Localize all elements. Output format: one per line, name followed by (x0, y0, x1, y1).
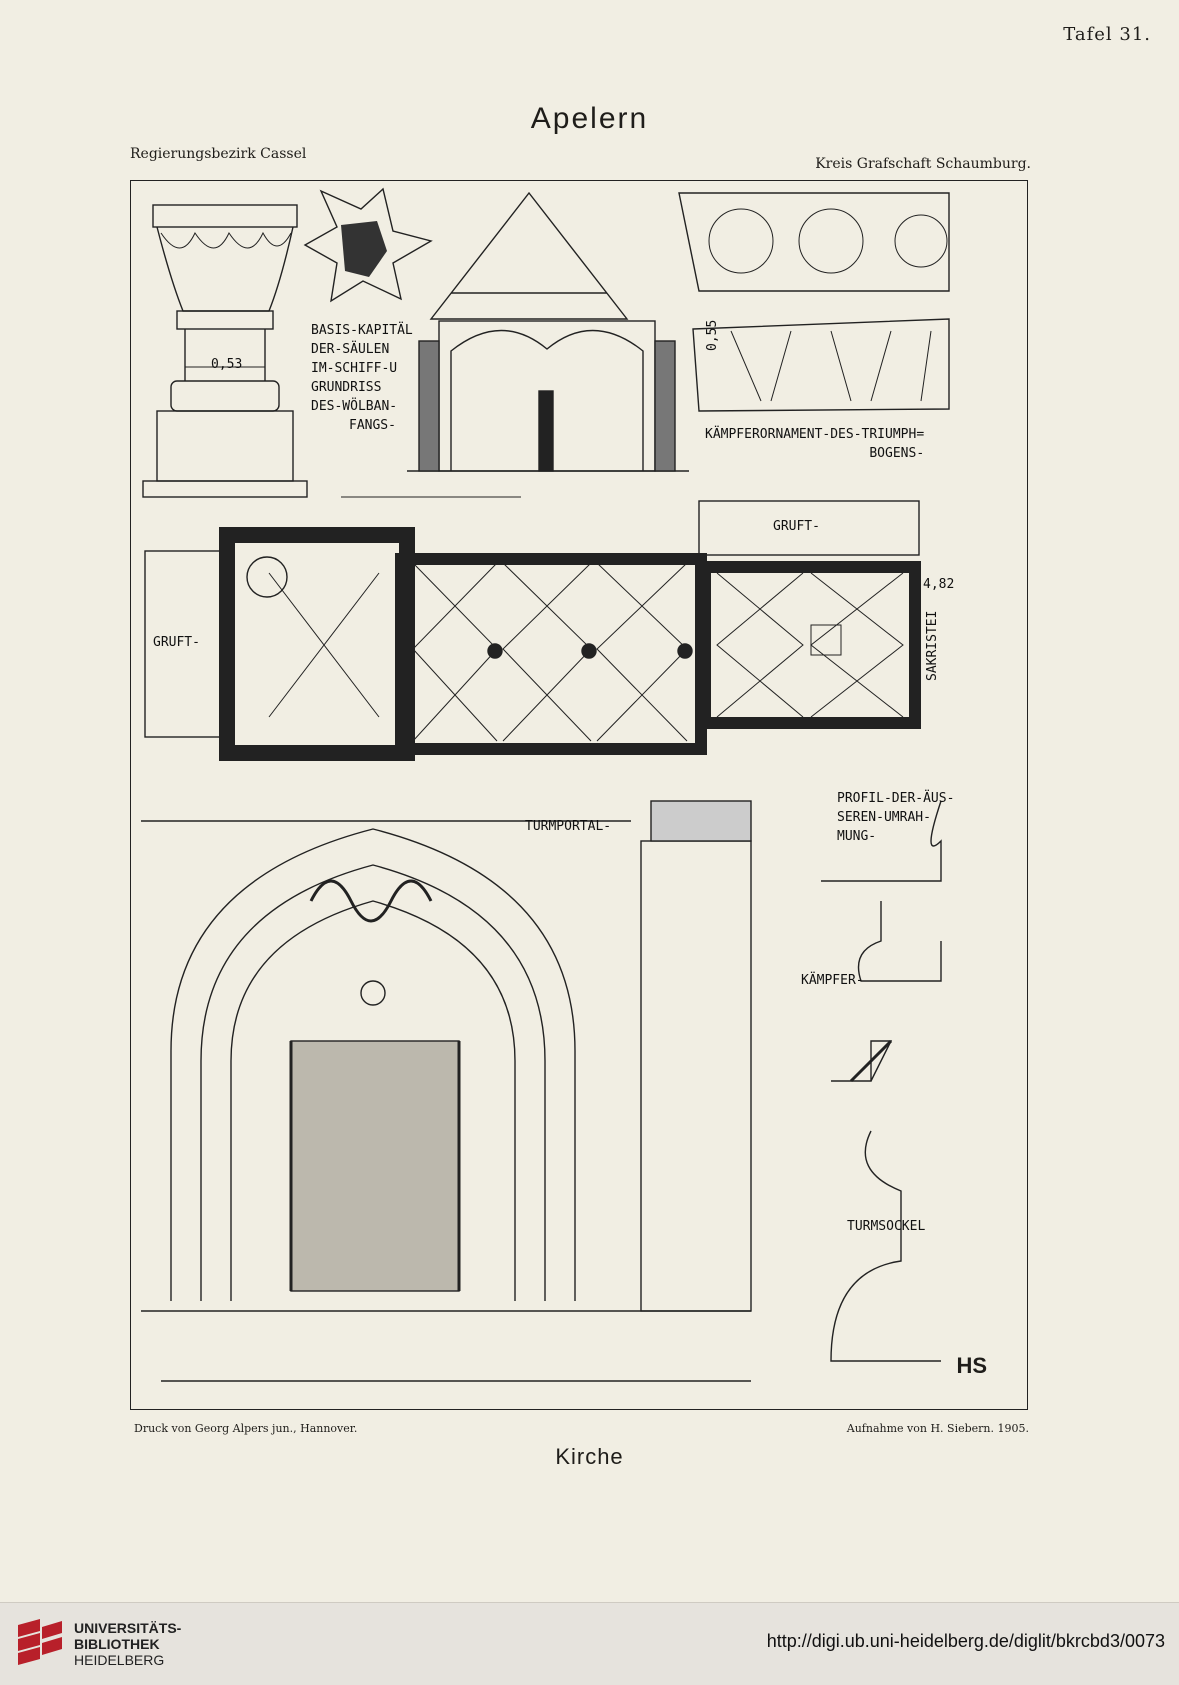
ornament-drawing (678, 192, 950, 412)
architectural-drawings (141, 187, 950, 1382)
sakristei-label: SAKRISTEI (925, 610, 940, 681)
dimension-053: 0,53 (211, 357, 243, 372)
region-right: Kreis Grafschaft Schaumburg. (815, 156, 1031, 172)
printer-credit: Druck von Georg Alpers jun., Hannover. (134, 1422, 358, 1435)
plate-subject: Kirche (555, 1444, 624, 1469)
plate-page: Tafel 31. Apelern Regierungsbezirk Casse… (130, 24, 1151, 1469)
turmportal-label: TURMPORTAL- (525, 819, 612, 834)
library-logo-icon (18, 1619, 62, 1665)
photo-credit: Aufnahme von H. Siebern. 1905. (846, 1422, 1029, 1435)
library-footer: UNIVERSITÄTS- BIBLIOTHEK HEIDELBERG http… (0, 1602, 1179, 1685)
turmsockel-label: TURMSOCKEL (847, 1219, 926, 1234)
library-name: UNIVERSITÄTS- BIBLIOTHEK HEIDELBERG (74, 1620, 182, 1668)
drawing-frame: BASIS-KAPITÄL DER-SÄULEN IM-SCHIFF-U GRU… (130, 180, 1028, 1410)
profil-label: PROFIL-DER-ÄUS- SEREN-UMRAH- MUNG- (837, 791, 955, 844)
vault-star-drawing (303, 187, 433, 303)
page-title: Apelern (530, 102, 649, 135)
church-section-drawing (407, 191, 689, 472)
tower-portal-drawing (141, 800, 752, 1382)
plate-number: Tafel 31. (1063, 24, 1151, 45)
dimension-482: 4,82 (923, 577, 955, 592)
monogram: HS (956, 1353, 987, 1378)
permalink[interactable]: http://digi.ub.uni-heidelberg.de/diglit/… (766, 1631, 1165, 1651)
column-capital-drawing (142, 204, 308, 498)
floor-plan-drawing (144, 496, 921, 761)
profile-drawings (821, 800, 942, 1362)
basis-kapital-label: BASIS-KAPITÄL DER-SÄULEN IM-SCHIFF-U GRU… (311, 323, 413, 433)
region-left: Regierungsbezirk Cassel (130, 146, 307, 162)
gruft-right-label: GRUFT- (773, 519, 820, 534)
gruft-left-label: GRUFT- (153, 635, 200, 650)
kaempferornament-label: KÄMPFERORNAMENT-DES-TRIUMPH= BOGENS- (705, 427, 925, 461)
kaempfer-label: KÄMPFER- (801, 973, 864, 988)
dimension-055: 0,55 (705, 319, 720, 351)
